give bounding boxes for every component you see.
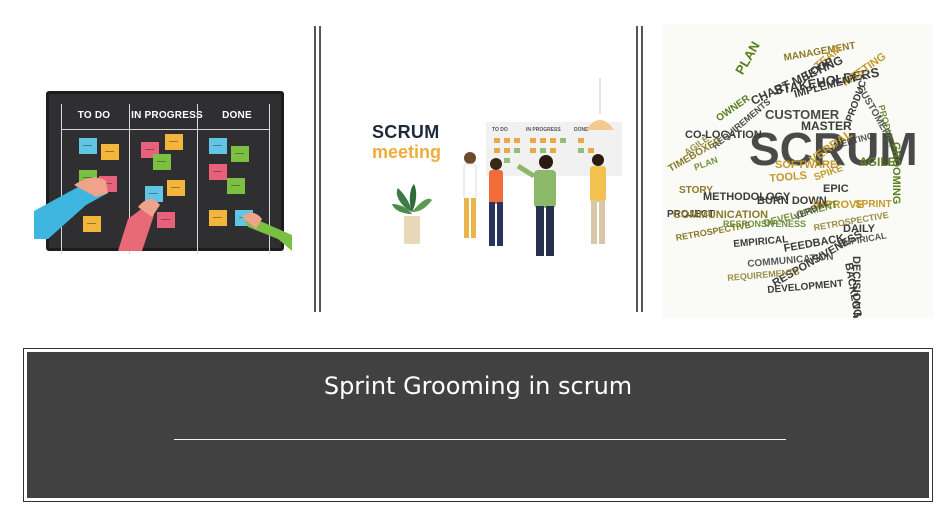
sticky-note [167, 180, 185, 196]
word-cloud-word: PLAN [732, 38, 763, 77]
caption-panel: Sprint Grooming in scrum [27, 352, 929, 498]
word-cloud-word: SOFTWARE [775, 159, 838, 171]
kanban-column-done: DONE [222, 110, 252, 121]
meeting-heading: meeting [372, 142, 442, 162]
whiteboard-column-in-progress: IN PROGRESS [526, 127, 561, 133]
caption-underline [174, 439, 786, 440]
lamp-illustration [586, 78, 614, 130]
word-cloud-word: COMMUNICATION [673, 209, 769, 221]
word-cloud-word: BURN DOWN [757, 195, 827, 207]
sticky-note [165, 134, 183, 150]
kanban-column-in-progress: IN PROGRESS [131, 110, 203, 121]
whiteboard-notes [494, 138, 594, 163]
word-cloud-word: STORY [679, 185, 713, 196]
column-divider-right [636, 26, 643, 312]
word-cloud-word: EPIC [823, 183, 849, 195]
word-cloud-word: CUSTOMER [765, 107, 840, 122]
people-illustration [463, 152, 606, 256]
scrum-heading: SCRUM [372, 122, 440, 142]
word-cloud-word: RESPONSIVENESS [723, 219, 807, 229]
sticky-note [157, 212, 175, 228]
kanban-board-illustration: TO DO IN PROGRESS DONE [34, 89, 292, 254]
word-cloud-word: SPRINT [855, 199, 892, 210]
sticky-note [209, 164, 227, 180]
caption-title: Sprint Grooming in scrum [323, 372, 633, 400]
kanban-column-line [269, 104, 270, 254]
word-cloud-word: TOOLS [768, 169, 808, 185]
sticky-note [79, 138, 97, 154]
kanban-column-line [61, 104, 62, 254]
sticky-note [101, 144, 119, 160]
scrum-meeting-illustration: SCRUM meeting TO DO IN PROGRESS DONE [340, 78, 622, 272]
sticky-note [83, 216, 101, 232]
caption-box: Sprint Grooming in scrum [23, 348, 933, 502]
sticky-note [209, 210, 227, 226]
sticky-note [231, 146, 249, 162]
sticky-note [145, 186, 163, 202]
whiteboard-column-todo: TO DO [492, 127, 508, 133]
word-cloud-word: PROJECT [667, 209, 715, 220]
kanban-column-line [197, 104, 198, 254]
kanban-column-line [129, 104, 130, 254]
word-cloud-word: AGILE [859, 155, 896, 169]
word-cloud-word: DAILY [843, 223, 875, 235]
kanban-column-todo: TO DO [77, 110, 111, 121]
kanban-header-line [61, 129, 269, 130]
hands-illustration [34, 177, 292, 251]
word-cloud-word: IMPROVE [813, 199, 864, 211]
sticky-note [209, 138, 227, 154]
word-cloud-word: SCRUM [749, 123, 918, 175]
word-cloud-word: EMPIRICAL [732, 234, 789, 250]
sticky-note [227, 178, 245, 194]
whiteboard-column-done: DONE [574, 127, 589, 133]
word-cloud-word: MASTER [801, 119, 852, 133]
plant-illustration [392, 184, 432, 244]
word-cloud-word: METHODOLOGY [703, 191, 791, 203]
column-divider-left [314, 26, 321, 312]
word-cloud-word: GROOMING [890, 142, 902, 205]
sticky-note [153, 154, 171, 170]
word-cloud-word: CO-LOCATION [685, 129, 762, 141]
